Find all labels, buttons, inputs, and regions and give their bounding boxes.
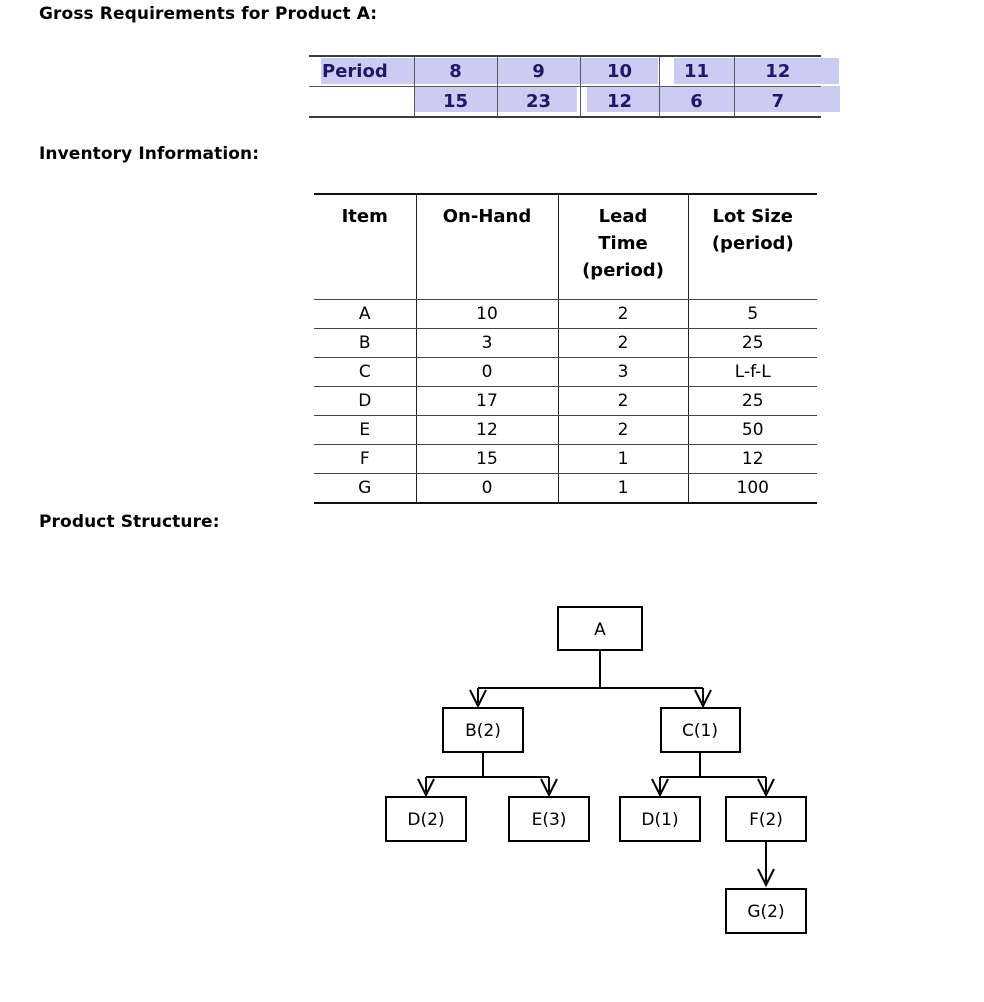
- cell-lead-time: 2: [557, 386, 688, 416]
- node-d1: D(2): [385, 796, 467, 842]
- cell-item: D: [314, 386, 416, 416]
- header-line: Time: [598, 233, 648, 254]
- column-header-item: Item: [314, 193, 416, 300]
- node-e-label: E(3): [532, 810, 567, 830]
- table-row: Period 8 9 10 11 12: [309, 55, 821, 87]
- product-structure-heading: Product Structure:: [39, 512, 220, 532]
- cell-item: A: [314, 299, 416, 329]
- arrow-head-to-f: [757, 778, 775, 798]
- cell-lead-time: 2: [557, 328, 688, 358]
- inventory-information-heading: Inventory Information:: [39, 144, 260, 164]
- product-structure-diagram: A B(2) C(1) D(2) E(3) D(1) F(2): [0, 560, 984, 980]
- node-d2-label: D(1): [641, 810, 678, 830]
- quantity-cell-1: 23: [496, 86, 580, 118]
- node-f: F(2): [725, 796, 807, 842]
- arrow-head-to-d1: [417, 778, 435, 798]
- node-c-label: C(1): [682, 721, 718, 741]
- cell-item: G: [314, 473, 416, 504]
- cell-on-hand: 15: [415, 444, 558, 474]
- node-b-label: B(2): [465, 721, 501, 741]
- cell-lead-time: 2: [557, 415, 688, 445]
- cell-lead-time: 1: [557, 473, 688, 504]
- period-row-label: Period: [309, 55, 414, 87]
- quantity-cell-0: 15: [413, 86, 497, 118]
- period-cell-0: 8: [413, 55, 497, 87]
- arrow-head-to-g: [757, 868, 775, 888]
- cell-lot-size: 12: [687, 444, 817, 474]
- cell-on-hand: 12: [415, 415, 558, 445]
- cell-lot-size: 5: [687, 299, 817, 329]
- header-line: On-Hand: [442, 206, 532, 227]
- period-cell-2: 10: [579, 55, 659, 87]
- node-e: E(3): [508, 796, 590, 842]
- edge-b-to-children: [425, 752, 550, 792]
- cell-on-hand: 10: [415, 299, 558, 329]
- node-a-label: A: [594, 620, 606, 640]
- quantity-cell-3: 6: [658, 86, 734, 118]
- arrow-head-to-d2: [651, 778, 669, 798]
- cell-on-hand: 0: [415, 357, 558, 387]
- node-c: C(1): [660, 707, 741, 753]
- table-header-row: Item On-Hand Lead Time (period) Lot Size…: [314, 193, 817, 300]
- period-cell-4: 12: [733, 55, 821, 87]
- cell-lot-size: L-f-L: [687, 357, 817, 387]
- period-cell-3: 11: [658, 55, 734, 87]
- cell-lot-size: 50: [687, 415, 817, 445]
- node-f-label: F(2): [749, 810, 783, 830]
- cell-item: F: [314, 444, 416, 474]
- period-cell-1: 9: [496, 55, 580, 87]
- gross-requirements-grid: Period 8 9 10 11 12 15 23 12 6 7: [309, 55, 821, 118]
- edge-c-to-children: [659, 752, 767, 792]
- cell-lot-size: 100: [687, 473, 817, 504]
- gross-requirements-table: Period 8 9 10 11 12 15 23 12 6 7: [309, 55, 840, 118]
- quantity-row-label: [309, 86, 414, 118]
- cell-item: E: [314, 415, 416, 445]
- edge-a-to-children: [477, 650, 704, 703]
- column-header-lot-size: Lot Size (period): [687, 193, 817, 300]
- header-line: (period): [711, 233, 794, 254]
- header-line: Lot Size: [712, 206, 794, 227]
- cell-lead-time: 3: [557, 357, 688, 387]
- arrow-head-to-c: [694, 689, 712, 709]
- column-header-on-hand: On-Hand: [415, 193, 558, 300]
- quantity-cell-4: 7: [733, 86, 821, 118]
- quantity-cell-2: 12: [579, 86, 659, 118]
- node-d2: D(1): [619, 796, 701, 842]
- cell-item: C: [314, 357, 416, 387]
- column-header-lead-time: Lead Time (period): [557, 193, 688, 300]
- cell-on-hand: 17: [415, 386, 558, 416]
- node-g-label: G(2): [747, 902, 784, 922]
- node-d1-label: D(2): [407, 810, 444, 830]
- gross-requirements-heading: Gross Requirements for Product A:: [39, 4, 378, 24]
- node-b: B(2): [442, 707, 524, 753]
- cell-item: B: [314, 328, 416, 358]
- cell-lead-time: 1: [557, 444, 688, 474]
- arrow-head-to-b: [469, 689, 487, 709]
- node-a: A: [557, 606, 643, 651]
- cell-lot-size: 25: [687, 328, 817, 358]
- header-line: (period): [582, 260, 664, 281]
- arrow-head-to-e: [540, 778, 558, 798]
- cell-on-hand: 0: [415, 473, 558, 504]
- inventory-information-table: Item On-Hand Lead Time (period) Lot Size…: [314, 193, 817, 504]
- header-line: Lead: [598, 206, 648, 227]
- cell-on-hand: 3: [415, 328, 558, 358]
- cell-lead-time: 2: [557, 299, 688, 329]
- node-g: G(2): [725, 888, 807, 934]
- table-row: 15 23 12 6 7: [309, 86, 821, 118]
- header-line: Item: [341, 206, 388, 227]
- cell-lot-size: 25: [687, 386, 817, 416]
